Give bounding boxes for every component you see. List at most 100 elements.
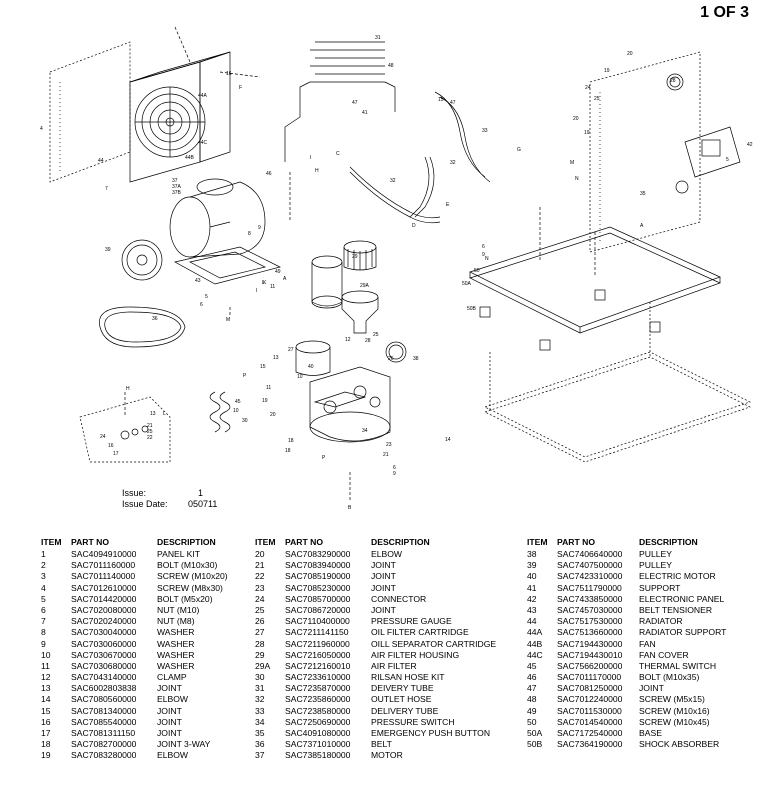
part-number: SAC7433850000	[557, 593, 623, 604]
part-number: SAC6002803838	[71, 683, 137, 694]
part-number: SAC7211960000	[285, 638, 350, 649]
part-item-number: 27	[255, 627, 265, 638]
svg-text:H: H	[126, 386, 130, 392]
svg-text:18: 18	[285, 448, 291, 454]
part-item-number: 14	[41, 694, 51, 705]
part-number: SAC7423310000	[557, 571, 623, 582]
part-number: SAC7011160000	[71, 560, 136, 571]
part-item-number: 49	[527, 705, 537, 716]
part-description: SCREW (M10x20)	[157, 571, 228, 582]
part-description: DELIVERY TUBE	[371, 705, 439, 716]
svg-text:M: M	[570, 160, 574, 166]
parts-header: ITEM PART NO DESCRIPTION	[527, 537, 769, 549]
part-item-number: 46	[527, 672, 537, 683]
part-description: AIR FILTER	[371, 660, 417, 671]
part-description: PRESSURE GAUGE	[371, 616, 452, 627]
svg-text:22: 22	[147, 435, 153, 441]
svg-text:25: 25	[147, 429, 153, 435]
part-item-number: 13	[41, 683, 51, 694]
part-description: FAN COVER	[639, 649, 689, 660]
part-item-number: 16	[41, 716, 51, 727]
part-number: SAC7371010000	[285, 739, 351, 750]
part-description: ELECTRONIC PANEL	[639, 593, 725, 604]
part-item-number: 45	[527, 660, 537, 671]
svg-text:7: 7	[105, 186, 108, 192]
svg-text:C: C	[336, 151, 340, 157]
parts-header: ITEM PART NO DESCRIPTION	[41, 537, 287, 549]
svg-text:44B: 44B	[185, 155, 195, 161]
part-item-number: 28	[255, 638, 265, 649]
svg-text:24: 24	[585, 85, 591, 91]
belt	[99, 306, 186, 348]
part-number: SAC7517530000	[557, 616, 623, 627]
svg-text:37A: 37A	[172, 184, 182, 190]
svg-text:I: I	[310, 155, 311, 161]
part-item-number: 26	[255, 616, 265, 627]
parts-header: ITEM PART NO DESCRIPTION	[255, 537, 501, 549]
svg-text:20: 20	[270, 412, 276, 418]
part-description: JOINT	[371, 604, 396, 615]
part-item-number: 17	[41, 728, 51, 738]
part-item-number: 23	[255, 582, 265, 593]
part-description: PANEL KIT	[157, 549, 200, 559]
part-number: SAC7030670000	[71, 649, 137, 660]
part-item-number: 31	[255, 683, 265, 694]
header-item: ITEM	[527, 537, 548, 547]
svg-text:39: 39	[105, 247, 111, 253]
parts-diagram-svg: 31 48 16 44A 44C 44B 7 44 4 47 15 47 41 …	[40, 26, 753, 511]
part-description: PRESSURE SWITCH	[371, 716, 455, 727]
header-description: DESCRIPTION	[371, 537, 430, 547]
svg-text:A: A	[640, 223, 644, 229]
svg-text:42: 42	[747, 142, 753, 148]
part-number: SAC7082700000	[71, 739, 137, 750]
part-item-number: 9	[41, 638, 46, 649]
svg-text:45: 45	[235, 399, 241, 405]
svg-text:F: F	[239, 85, 242, 91]
part-item-number: 25	[255, 604, 265, 615]
part-item-number: 19	[41, 750, 51, 761]
part-item-number: 21	[255, 560, 265, 571]
part-description: JOINT 3-WAY	[157, 739, 211, 750]
part-item-number: 43	[527, 604, 537, 615]
svg-text:5: 5	[726, 157, 729, 163]
part-description: EMERGENCY PUSH BUTTON	[371, 728, 491, 738]
svg-text:34: 34	[362, 428, 368, 434]
part-description: WASHER	[157, 649, 195, 660]
svg-text:29A: 29A	[360, 283, 370, 289]
header-part-no: PART NO	[285, 537, 324, 547]
svg-text:12: 12	[345, 337, 351, 343]
part-number: SAC7081340000	[71, 705, 137, 716]
part-description: BELT TENSIONER	[639, 604, 713, 615]
svg-text:50A: 50A	[462, 281, 472, 287]
part-number: SAC7081250000	[557, 683, 623, 694]
svg-text:16: 16	[108, 443, 114, 449]
svg-text:47: 47	[450, 100, 456, 106]
part-number: SAC7011140000	[71, 571, 136, 582]
svg-text:37B: 37B	[172, 190, 182, 196]
part-item-number: 44C	[527, 649, 543, 660]
part-item-number: 24	[255, 593, 265, 604]
svg-text:44A: 44A	[198, 93, 208, 99]
part-number: SAC7085540000	[71, 716, 137, 727]
part-item-number: 34	[255, 716, 265, 727]
part-description: RADIATOR	[639, 616, 683, 627]
svg-text:6: 6	[200, 302, 203, 308]
part-description: JOINT	[639, 683, 664, 694]
svg-text:A: A	[283, 276, 287, 282]
